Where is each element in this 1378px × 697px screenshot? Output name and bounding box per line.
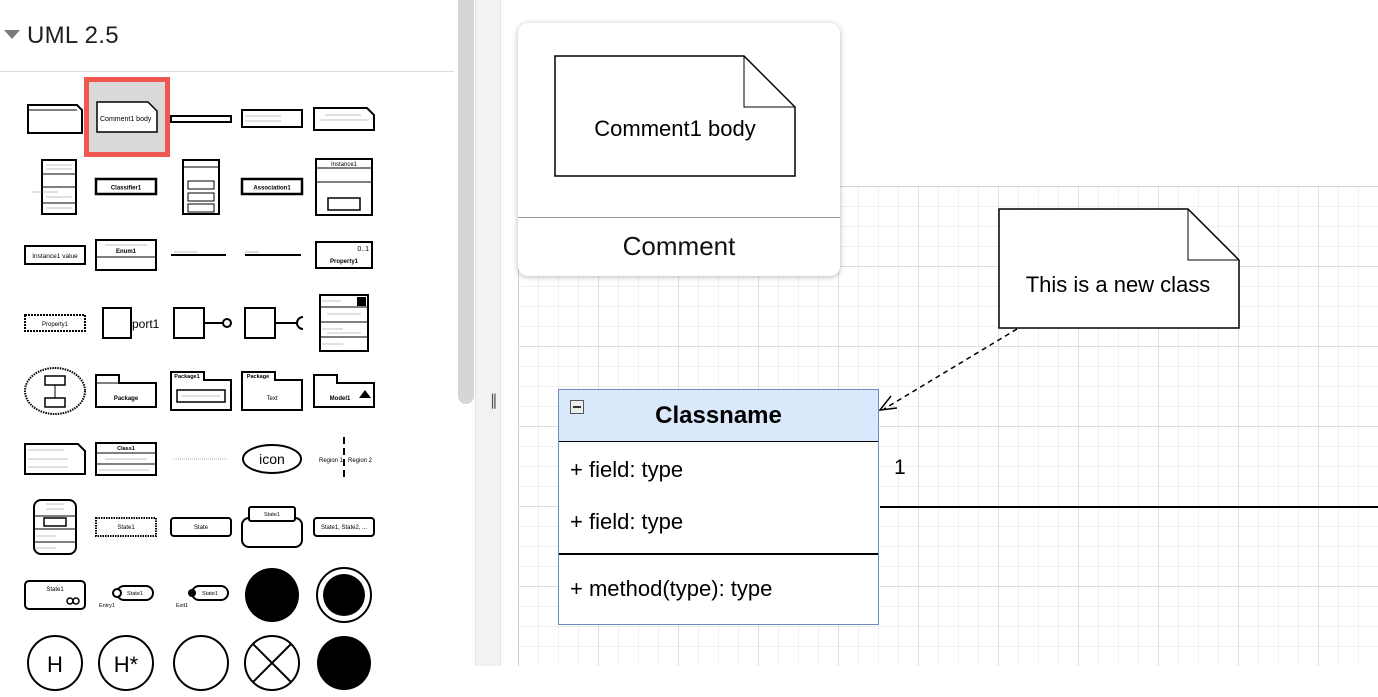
palette-association[interactable]: Association1 [234,153,310,221]
diagram-connectors [878,208,1240,411]
palette-model-text: Model1 [330,396,351,402]
palette-entry-state-text: State1 [127,591,143,597]
palette-package[interactable]: Package [88,357,164,425]
palette-instance-value-text: Instance1 value [32,253,78,260]
palette-association-text: Association1 [253,186,291,192]
palette-composite-text: State1 [46,587,64,593]
association-line[interactable] [880,506,1378,508]
palette-initial-state[interactable] [234,561,310,629]
palette-comment-text: Comment1 body [100,116,152,123]
collapse-triangle-icon[interactable] [4,30,20,39]
note-dependency-line[interactable] [883,328,1018,410]
palette-provided-interface[interactable] [163,289,239,357]
splitter-grip-icon[interactable]: ‖ [490,391,498,409]
section-header-uml[interactable]: UML 2.5 [0,0,454,72]
palette-enumeration[interactable]: Enum1 [88,221,164,289]
palette-enum-text: Enum1 [116,249,137,255]
palette-stereotype-note[interactable] [17,425,93,493]
multiplicity-label[interactable]: 1 [894,456,906,479]
palette-text-label: Text [266,396,277,402]
palette-state-text: State [194,525,209,531]
palette-final-state[interactable] [306,561,382,629]
tooltip-preview [554,55,796,177]
palette-stereotype-text[interactable] [163,425,239,493]
palette-entry-text: Entry1 [99,603,115,609]
class-divider [559,553,878,555]
class-method[interactable]: + method(type): type [570,576,773,601]
palette-port-text: port1 [132,317,160,331]
palette-composite-state[interactable]: State1 [17,561,93,629]
sidebar: UML 2.5 Comment1 body Classifier1 Associ… [0,0,475,691]
palette-collaboration[interactable] [17,357,93,425]
class-field-2[interactable]: + field: type [570,509,684,534]
palette-interface-realization[interactable] [163,221,239,289]
palette-model[interactable]: Model1 [306,357,382,425]
palette-property-multiplicity[interactable]: Property1 0..1 [306,221,382,289]
tooltip-note-text: Comment1 body [594,116,756,141]
shape-preview-tooltip: Comment1 body Comment [518,23,840,276]
palette-note-shape[interactable] [17,85,93,153]
dependency-arrowhead-icon [878,395,898,411]
tooltip-note-fold [743,56,795,108]
palette-class-stereotype[interactable]: Class1 [88,425,164,493]
palette-constraint-note[interactable] [306,85,382,153]
palette-package1-text: Package1 [174,374,199,380]
tooltip-divider [518,217,840,218]
palette-states-list[interactable]: State1, State2, ... [306,493,382,561]
sidebar-scrollbar[interactable] [458,0,474,404]
palette-required-interface[interactable] [234,289,310,357]
palette-region2-text: Region 2 [348,458,373,464]
palette-comment-shape[interactable]: Comment1 body [84,77,170,157]
class-shape[interactable]: Classname + field: type + field: type + … [558,389,879,625]
palette-icon-text: icon [259,451,285,467]
class-note-text: This is a new class [1025,272,1211,297]
tooltip-title: Comment [622,231,736,261]
palette-state1-text: State1 [117,525,135,531]
palette-property-mult: 0..1 [357,246,369,253]
palette-states-text: State1, State2, ... [321,525,368,531]
palette-package-text: Package [114,396,139,402]
palette-package-label: Package [247,374,269,380]
palette-dependency-line[interactable] [234,221,310,289]
class-header[interactable]: Classname [559,390,878,442]
class-field-1[interactable]: + field: type [570,457,684,482]
palette-property-text: Property1 [330,259,359,265]
panel-splitter[interactable]: ‖ [475,0,501,666]
palette-package-elements[interactable]: Package1 [163,357,239,425]
palette-classifier-text: Classifier1 [111,186,142,192]
palette-icon[interactable]: icon [234,425,310,493]
palette-port[interactable]: port1 [88,289,164,357]
collapse-toggle-icon[interactable] [570,400,584,414]
palette-constraint-bar[interactable] [163,85,239,153]
palette-instance-value[interactable]: Instance1 value [17,221,93,289]
palette-instance-structure[interactable]: Instance1 [306,153,382,221]
palette-regions[interactable]: Region 1 Region 2 [306,425,382,493]
palette-exit-text: Exit1 [176,603,188,609]
class-note-folded-shape[interactable] [998,208,1240,329]
palette-submachine-text: State1 [264,512,280,518]
palette-component[interactable] [306,289,382,357]
palette-instance-text: Instance1 [331,162,358,168]
tooltip-note-shape [554,55,796,177]
palette-region1-text: Region 1 [319,458,344,464]
palette-property-dashed[interactable]: Property1 [17,289,93,357]
palette-classifier[interactable]: Classifier1 [88,153,164,221]
class-name: Classname [655,402,782,429]
palette-submachine-state[interactable]: State1 [234,493,310,561]
section-title: UML 2.5 [27,22,119,49]
palette-property-dashed-text: Property1 [42,322,69,328]
palette-classifier-structure[interactable] [163,153,239,221]
palette-class1-text: Class1 [117,446,135,452]
palette-state-dashed[interactable]: State1 [88,493,164,561]
palette-state-detailed[interactable] [17,493,93,561]
palette-template-parameters[interactable] [234,85,310,153]
palette-exit-state-text: State1 [202,591,218,597]
palette-classifier-detailed[interactable] [17,153,93,221]
palette-state[interactable]: State [163,493,239,561]
class-note-fold-corner [1187,209,1239,261]
